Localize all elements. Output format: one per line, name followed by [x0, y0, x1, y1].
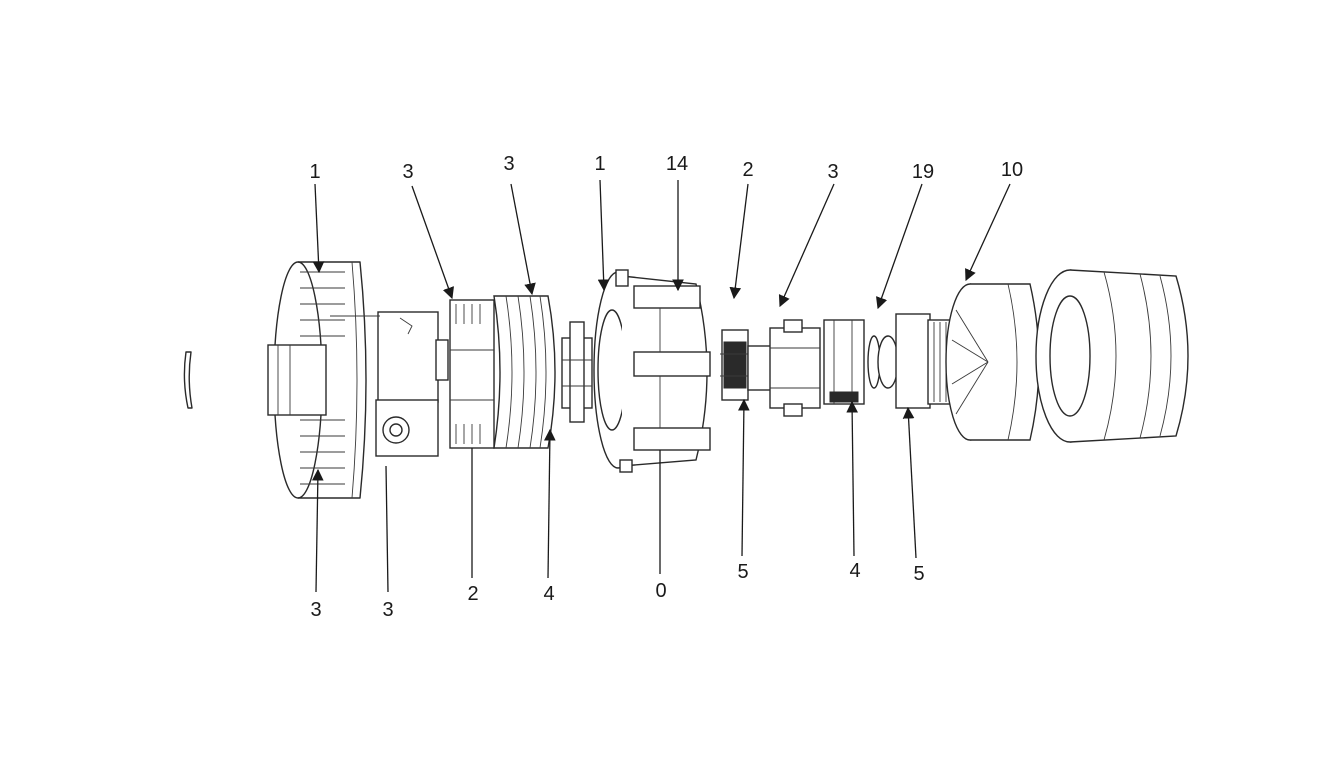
callout-bottom-2: 3: [382, 599, 393, 621]
callout-top-5: 14: [666, 153, 688, 175]
callout-bottom-7: 4: [849, 560, 860, 582]
main-drum: [593, 269, 711, 473]
callout-top-4: 1: [594, 153, 605, 175]
callouts-bottom: 3 3 2 4 0 5 4 5: [310, 560, 924, 621]
bearing: [823, 319, 881, 405]
callout-top-6: 2: [742, 159, 753, 181]
end-housing: [1035, 269, 1189, 443]
end-washer: [183, 351, 193, 409]
callout-bottom-4: 4: [543, 583, 554, 605]
shaft-collar: [747, 319, 821, 417]
callout-top-3: 3: [503, 153, 514, 175]
callout-top-1: 1: [309, 161, 320, 183]
finned-end-cover: [267, 261, 367, 499]
callout-bottom-5: 0: [655, 580, 666, 602]
callout-bottom-3: 2: [467, 583, 478, 605]
fan-wheel: [945, 283, 1040, 441]
callout-top-8: 19: [912, 161, 934, 183]
splined-coupling: [449, 299, 495, 449]
callout-top-7: 3: [827, 161, 838, 183]
disc-pack: [493, 295, 556, 449]
leader-lines: [311, 179, 1011, 593]
callout-top-9: 10: [1001, 159, 1023, 181]
callout-bottom-1: 3: [310, 599, 321, 621]
housing-block: [330, 311, 449, 457]
flange-hub: [561, 321, 593, 423]
small-gear: [720, 329, 750, 401]
callout-bottom-8: 5: [913, 563, 924, 585]
callout-top-2: 3: [402, 161, 413, 183]
callout-bottom-6: 5: [737, 561, 748, 583]
callouts-top: 1 3 3 1 14 2 3 19 10: [309, 153, 1023, 183]
